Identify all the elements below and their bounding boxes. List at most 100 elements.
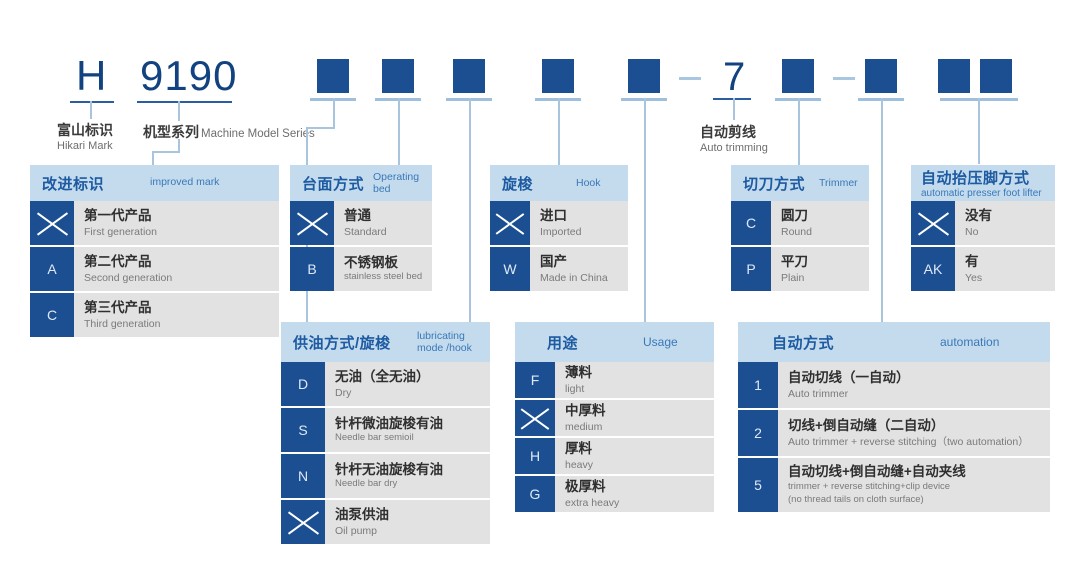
row-label-en: Standard: [344, 225, 387, 238]
table-trimmer-title-en: Trimmer: [819, 177, 858, 189]
connector-hook: [558, 98, 560, 168]
row-value-cell: 切线+倒自动缝（二自动） Auto trimmer + reverse stit…: [778, 410, 1050, 456]
row-value-cell: 第三代产品 Third generation: [74, 293, 279, 337]
row-key-cell: P: [731, 247, 771, 291]
row-value-cell: 有 Yes: [955, 247, 1055, 291]
row-label-cn: 油泵供油: [335, 507, 389, 523]
row-value-cell: 圆刀 Round: [771, 201, 869, 245]
row-key-cell: 1: [738, 362, 778, 408]
row-label-cn: 自动切线（一自动）: [788, 370, 910, 386]
row-label-cn: 普通: [344, 208, 371, 224]
row-label-en: heavy: [565, 458, 594, 471]
row-label-en: First generation: [84, 225, 157, 238]
code-digit-7-underline: [713, 98, 751, 100]
table-hook-title-en: Hook: [576, 177, 601, 189]
code-slot-8: [937, 58, 971, 94]
row-label-en: Needle bar semioil: [335, 432, 414, 444]
row-value-cell: 普通 Standard: [334, 201, 432, 245]
connector-automation: [644, 98, 646, 323]
row-label-cn: 平刀: [781, 254, 808, 270]
connector-operating-bed: [398, 98, 400, 168]
table-row: D 无油（全无油） Dry: [281, 362, 490, 406]
callout-auto-trimming-en: Auto trimming: [700, 141, 768, 154]
table-row: W 国产 Made in China: [490, 247, 628, 291]
table-row: AK 有 Yes: [911, 247, 1055, 291]
row-label-en: Oil pump: [335, 524, 378, 537]
callout-hikari-mark-cn: 富山标识: [57, 122, 113, 138]
row-label-en: Imported: [540, 225, 582, 238]
row-value-cell: 针杆无油旋梭有油 Needle bar dry: [325, 454, 490, 498]
row-key-cell: AK: [911, 247, 955, 291]
table-usage: 用途 Usage F 薄料 light 中厚料 medium H 厚料 heav…: [515, 322, 714, 512]
table-row: 进口 Imported: [490, 201, 628, 245]
table-improved-mark-header: 改进标识 improved mark: [30, 165, 279, 201]
table-row: P 平刀 Plain: [731, 247, 869, 291]
row-key-cell: F: [515, 362, 555, 398]
row-value-cell: 没有 No: [955, 201, 1055, 245]
code-prefix-underline: [70, 101, 114, 103]
row-value-cell: 自动切线+倒自动缝+自动夹线 trimmer + reverse stitchi…: [778, 458, 1050, 512]
table-presser-foot-lifter-header: 自动抬压脚方式 automatic presser foot lifter: [911, 165, 1055, 201]
row-label-en: extra heavy: [565, 496, 620, 509]
connector-series-down: [178, 101, 180, 121]
row-label-cn: 薄料: [565, 365, 592, 381]
row-value-cell: 薄料 light: [555, 362, 714, 398]
row-label-cn: 第二代产品: [84, 254, 152, 270]
row-label-en: Auto trimmer: [788, 387, 849, 400]
table-row: S 针杆微油旋梭有油 Needle bar semioil: [281, 408, 490, 452]
row-key-cell: N: [281, 454, 325, 498]
row-label-en: Plain: [781, 271, 805, 284]
row-label-cn: 针杆微油旋梭有油: [335, 415, 443, 431]
row-label-en: Third generation: [84, 317, 161, 330]
row-label-en: No: [965, 225, 979, 238]
row-key-cell: 5: [738, 458, 778, 512]
table-operating-bed-header: 台面方式 Operating bed: [290, 165, 432, 201]
row-key-cell: S: [281, 408, 325, 452]
row-label-cn: 有: [965, 254, 979, 270]
row-key-cell: C: [30, 293, 74, 337]
code-prefix-letter: H: [76, 52, 107, 99]
table-automation-title-en: automation: [940, 335, 1000, 349]
row-label-cn: 厚料: [565, 441, 592, 457]
table-row: 1 自动切线（一自动） Auto trimmer: [738, 362, 1050, 408]
row-label-cn: 针杆无油旋梭有油: [335, 461, 443, 477]
row-label-cn: 不锈钢板: [344, 254, 398, 270]
table-row: N 针杆无油旋梭有油 Needle bar dry: [281, 454, 490, 498]
table-presser-foot-lifter: 自动抬压脚方式 automatic presser foot lifter 没有…: [911, 165, 1055, 291]
table-operating-bed-title-cn: 台面方式: [302, 175, 365, 193]
row-value-cell: 平刀 Plain: [771, 247, 869, 291]
row-label-en: Second generation: [84, 271, 173, 284]
table-lubricating-mode: 供油方式/旋梭 lubricating mode /hook D 无油（全无油）…: [281, 322, 490, 544]
code-slot-7: [864, 58, 898, 94]
code-series-number: 9190: [140, 52, 238, 99]
row-label-en: stainless steel bed: [344, 271, 423, 283]
table-usage-header: 用途 Usage: [515, 322, 714, 362]
connector-automation-right: [881, 98, 883, 323]
row-label-en: Auto trimmer + reverse stitching（two aut…: [788, 435, 1029, 448]
code-dash-1: [679, 77, 701, 80]
row-value-cell: 第二代产品 Second generation: [74, 247, 279, 291]
row-key-cell: [911, 201, 955, 245]
callout-machine-model-series-en: Machine Model Series: [201, 128, 315, 140]
row-label-en: Yes: [965, 271, 983, 284]
row-value-cell: 进口 Imported: [530, 201, 628, 245]
row-label-en: Needle bar dry: [335, 478, 398, 490]
table-row: 没有 No: [911, 201, 1055, 245]
table-presser-foot-lifter-title-en: automatic presser foot lifter: [921, 188, 1042, 200]
row-key-cell: H: [515, 438, 555, 474]
connector-improved-mark-v1: [178, 139, 180, 152]
row-value-cell: 第一代产品 First generation: [74, 201, 279, 245]
table-trimmer-title-cn: 切刀方式: [743, 175, 806, 193]
row-key-cell: [490, 201, 530, 245]
row-label-cn: 进口: [540, 208, 567, 224]
row-label-cn: 自动切线+倒自动缝+自动夹线: [788, 464, 966, 480]
table-hook-title-cn: 旋梭: [502, 175, 534, 193]
connector-prefix-down: [90, 101, 92, 119]
row-label-cn: 中厚料: [565, 403, 606, 419]
connector-digit7-down: [733, 98, 735, 120]
row-label-en: light: [565, 382, 585, 395]
code-series-underline: [137, 101, 232, 103]
row-label-en: Dry: [335, 386, 352, 399]
code-slot-5: [627, 58, 661, 94]
